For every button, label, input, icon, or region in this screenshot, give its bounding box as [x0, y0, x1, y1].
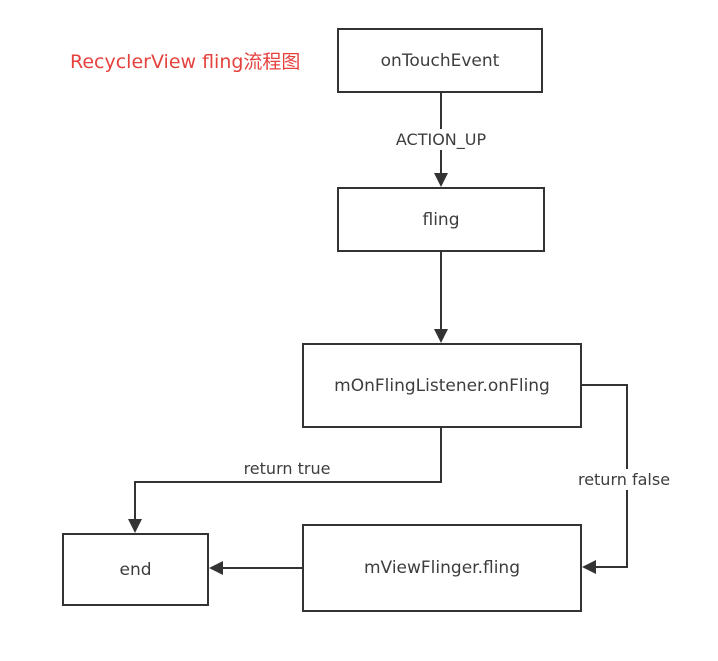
edge-return-true-horizontal — [134, 481, 442, 483]
edge-return-false-into-mviewflinger — [596, 566, 628, 568]
edge-mviewflinger-to-end — [223, 567, 302, 569]
node-on-touch-event-label: onTouchEvent — [380, 50, 500, 71]
edge-return-false-horizontal-stub — [580, 384, 628, 386]
arrowhead-down-into-fling-icon — [434, 173, 448, 187]
edge-return-true-drop-to-end — [134, 481, 136, 519]
node-end: end — [62, 533, 209, 606]
edge-return-true-vertical-stub — [440, 428, 442, 483]
edge-label-return-true: return true — [239, 458, 335, 479]
node-fling: fling — [337, 187, 545, 252]
arrowhead-down-into-monflinglistener-icon — [434, 329, 448, 343]
edge-fling-to-monflinglistener — [440, 252, 442, 329]
arrowhead-left-into-end-icon — [209, 561, 223, 575]
edge-label-action-up: ACTION_UP — [391, 129, 491, 150]
arrowhead-left-into-mviewflinger-icon — [582, 560, 596, 574]
node-end-label: end — [119, 559, 152, 580]
node-m-view-flinger: mViewFlinger.fling — [302, 524, 582, 612]
node-m-on-fling-listener-label: mOnFlingListener.onFling — [334, 375, 550, 396]
node-fling-label: fling — [422, 209, 460, 230]
node-m-on-fling-listener: mOnFlingListener.onFling — [302, 343, 582, 428]
arrowhead-down-into-end-icon — [128, 519, 142, 533]
node-on-touch-event: onTouchEvent — [337, 28, 543, 93]
edge-label-return-false: return false — [573, 469, 675, 490]
node-m-view-flinger-label: mViewFlinger.fling — [364, 558, 520, 578]
diagram-title: RecyclerView fling流程图 — [70, 51, 301, 73]
